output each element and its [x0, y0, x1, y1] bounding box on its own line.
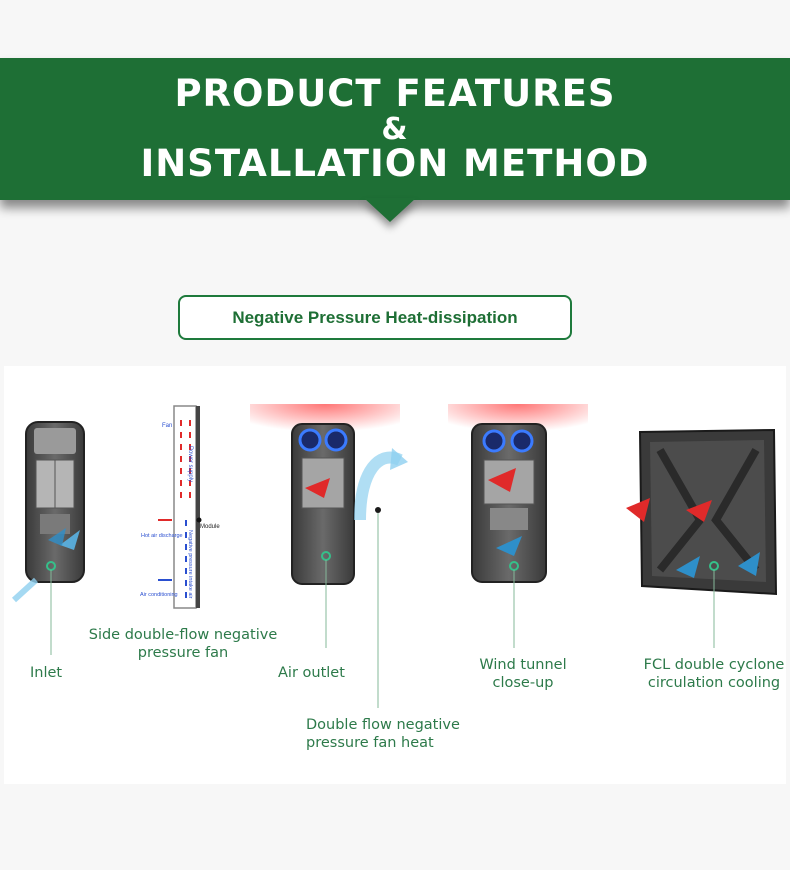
section-title-pill: Negative Pressure Heat-dissipation [178, 295, 572, 340]
label-fcl-line1: FCL double cyclone [643, 657, 785, 673]
side-label-hot-air: Hot air discharge [141, 533, 183, 539]
label-wind-tunnel: Wind tunnel close-up [470, 656, 576, 692]
label-wind-tunnel-line1: Wind tunnel [479, 657, 567, 673]
side-label-air-conditioning: Air conditioning [140, 592, 178, 598]
device-fcl-cabinet-illustration [626, 428, 778, 648]
label-double-flow-line1: Double flow negative [306, 717, 460, 733]
label-side-fan-line2: pressure fan [137, 645, 229, 661]
label-air-outlet: Air outlet [278, 665, 345, 681]
label-double-flow-line2: pressure fan heat [306, 735, 434, 751]
section-title: Negative Pressure Heat-dissipation [232, 307, 518, 327]
banner-pointer [364, 198, 416, 222]
label-side-fan-line1: Side double-flow negative [88, 627, 278, 643]
label-side-fan: Side double-flow negative pressure fan [88, 626, 278, 662]
side-label-power-supply: Power supply [187, 446, 193, 482]
header-ampersand: & [381, 112, 409, 147]
label-fcl-line2: circulation cooling [647, 675, 781, 691]
device-air-outlet-illustration [250, 404, 408, 708]
device-wind-tunnel-illustration [448, 404, 588, 648]
label-inlet: Inlet [30, 665, 63, 681]
label-fcl: FCL double cyclone circulation cooling [640, 656, 788, 692]
header-banner [0, 58, 790, 200]
label-double-flow: Double flow negative pressure fan heat [306, 716, 460, 752]
side-label-fan: Fan [162, 423, 172, 429]
side-diagram-illustration: Fan Module Hot air discharge Air conditi… [140, 405, 220, 609]
device-inlet-illustration [11, 421, 85, 655]
side-label-module: Module [200, 524, 220, 530]
header-title-line3: INSTALLATION METHOD [140, 142, 650, 185]
label-wind-tunnel-line2: close-up [492, 675, 554, 691]
header-title-line1: PRODUCT FEATURES [174, 72, 616, 115]
side-label-negative-pressure: Negative pressure intake air [187, 530, 193, 599]
